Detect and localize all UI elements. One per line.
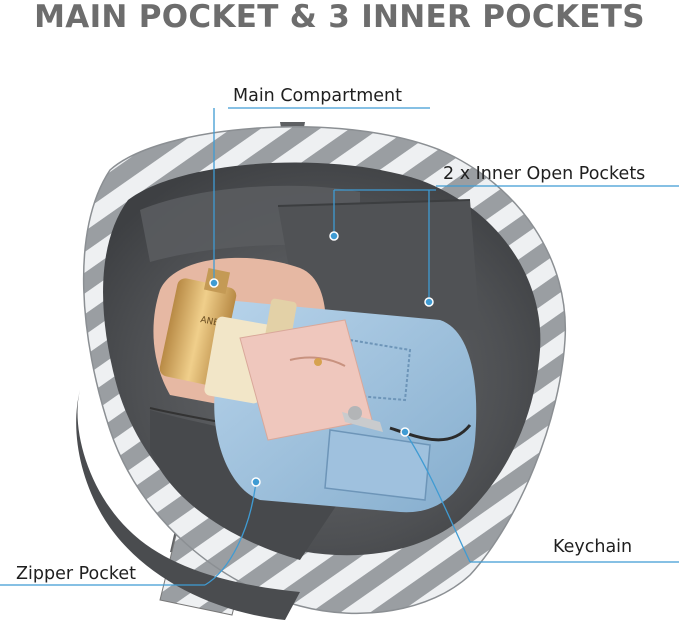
- callout-dots: [209, 231, 434, 487]
- keychain-label: Keychain: [553, 537, 633, 557]
- bag-contents: ANESSA: [153, 257, 477, 513]
- main-compartment-label: Main Compartment: [233, 86, 402, 106]
- callout-lines: [0, 107, 679, 586]
- inner-open-pockets-label: 2 x Inner Open Pockets: [443, 164, 646, 184]
- zipper-pocket-label: Zipper Pocket: [16, 564, 136, 584]
- page-title: MAIN POCKET & 3 INNER POCKETS: [34, 0, 645, 35]
